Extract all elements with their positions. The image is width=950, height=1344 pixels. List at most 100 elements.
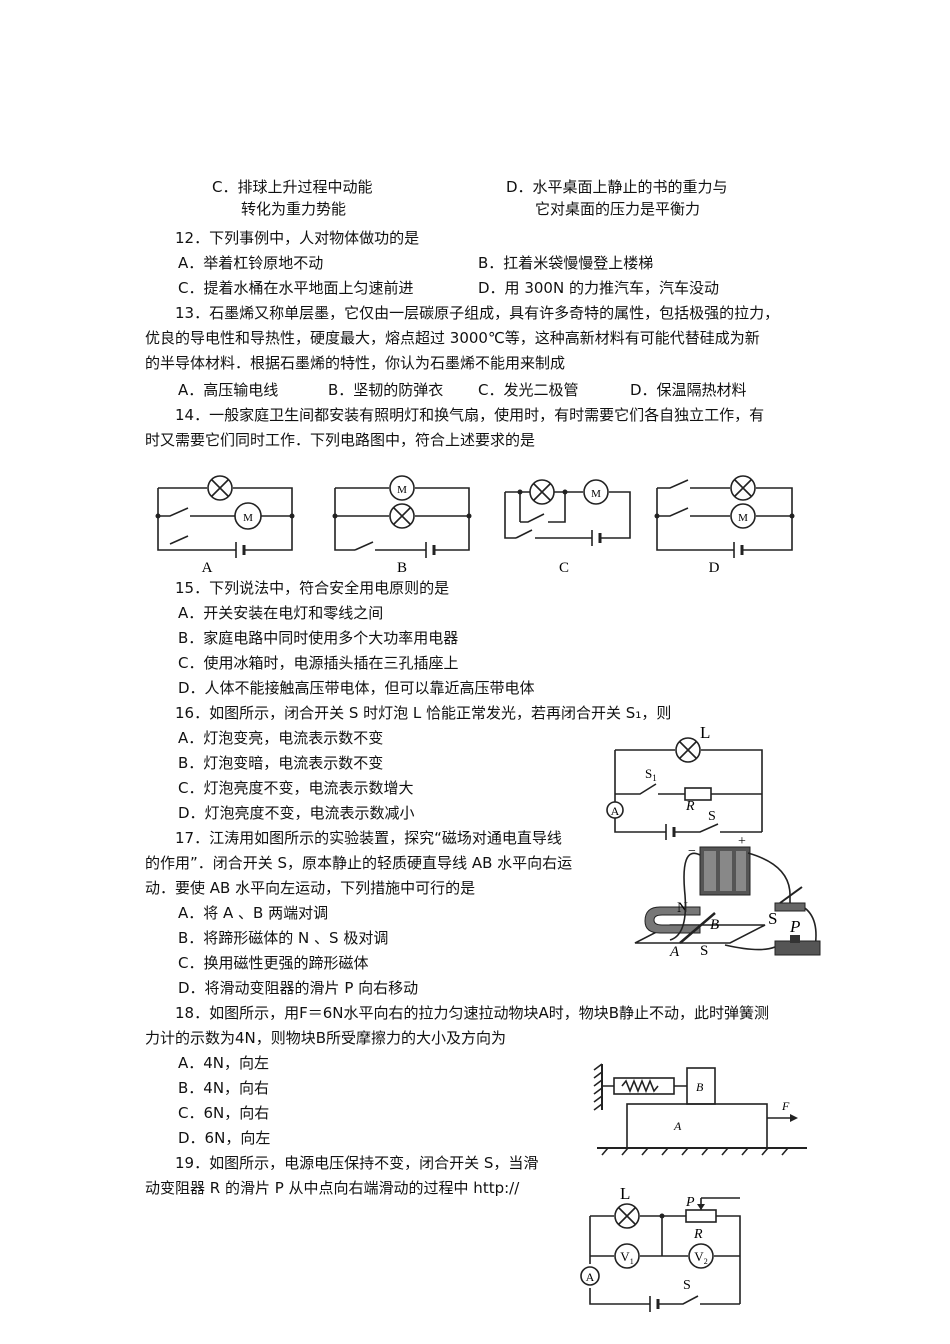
lamp-label: L [620,1184,630,1203]
slider-p-label: P [685,1195,695,1210]
q12-option-a: A．举着杠铃原地不动 [178,254,324,272]
ammeter-icon [580,1266,600,1286]
q16-stem: 16．如图所示，闭合开关 S 时灯泡 L 恰能正常发光，若再闭合开关 S₁，则 [175,704,672,722]
q17-stem-2: 的作用”．闭合开关 S，原本静止的轻质硬直导线 AB 水平向右运 [145,854,573,872]
q18-option-c: C．6N，向右 [178,1104,270,1122]
circuit-d: M D [654,475,795,576]
q15-stem: 15．下列说法中，符合安全用电原则的是 [175,579,450,597]
q17-stem-1: 17．江涛用如图所示的实验装置，探究“磁场对通电直导线 [175,829,562,847]
q15-option-b: B．家庭电路中同时使用多个大功率用电器 [178,629,459,647]
q12-stem: 12．下列事例中，人对物体做功的是 [175,229,420,247]
q17-option-d: D．将滑动变阻器的滑片 P 向右移动 [178,979,419,997]
ammeter-label: A [586,1270,595,1284]
q16-option-d: D．灯泡亮度不变，电流表示数减小 [178,804,415,822]
q16-option-b: B．灯泡变暗，电流表示数不变 [178,754,384,772]
motor-icon [389,475,415,501]
q18-stem-2: 力计的示数为4N，则物块B所受摩擦力的大小及方向为 [145,1029,507,1047]
lamp-icon [529,479,555,505]
circuit-c-label: C [559,560,569,576]
switch-label: S [683,1278,691,1293]
q18-option-b: B．4N，向右 [178,1079,270,1097]
lamp-icon [614,1203,640,1229]
q19-stem-2: 动变阻器 R 的滑片 P 从中点向右端滑动的过程中 http:// [145,1179,520,1197]
voltmeter-v1-icon [614,1243,640,1269]
circuit-a: M A [155,475,295,576]
q15-option-c: C．使用冰箱时，电源插头插在三孔插座上 [178,654,459,672]
lamp-icon [207,475,233,501]
motor-label: M [397,484,407,496]
motor-icon [583,479,609,505]
ammeter-label: A [611,804,620,818]
magnet-n-label: N [677,900,688,916]
resistor-icon [684,787,712,801]
q16-circuit-diagram: A L S1 R S [606,723,763,840]
switch-icon [774,886,806,912]
spring-scale-icon [602,1077,687,1095]
circuit-b-label: B [397,560,407,576]
motor-icon [234,502,262,530]
q19-circuit-diagram: V1 V2 A L P R S [580,1184,741,1312]
circuit-d-label: D [709,560,720,576]
q14-circuit-diagrams: M A M B M C M [155,475,795,576]
plus-label: + [738,834,746,849]
q18-stem-1: 18．如图所示，用F＝6N水平向右的拉力匀速拉动物块A时，物块B静止不动，此时弹… [175,1004,770,1022]
motor-icon [730,503,756,529]
q13-stem-2: 优良的导电性和导热性，硬度最大，熔点超过 3000℃等，这种高新材料有可能代替硅… [145,329,760,347]
q11-option-c: C．排球上升过程中动能 [212,178,373,196]
motor-label: M [591,488,601,500]
q13-option-b: B．坚韧的防弹衣 [328,381,444,399]
block-a-label: A [673,1119,682,1133]
q13-stem-1: 13．石墨烯又称单层墨，它仅由一层碳原子组成，具有许多奇特的属性，包括极强的拉力… [175,304,780,322]
rheostat-icon [685,1209,717,1223]
voltmeter-v2-icon [688,1243,714,1269]
minus-label: − [688,844,696,859]
magnet-s-label: S [700,943,708,959]
motor-label: M [243,512,253,524]
q17-stem-3: 动．要使 AB 水平向左运动，下列措施中可行的是 [145,879,476,897]
q15-option-a: A．开关安装在电灯和零线之间 [178,604,384,622]
q13-option-a: A．高压输电线 [178,381,279,399]
q12-option-c: C．提着水桶在水平地面上匀速前进 [178,279,414,297]
q17-option-c: C．换用磁性更强的蹄形磁体 [178,954,369,972]
q15-option-d: D．人体不能接触高压带电体，但可以靠近高压带电体 [178,679,535,697]
rheostat-r-label: R [693,1227,703,1242]
rheostat-icon [774,935,821,956]
circuit-c: M C [504,479,631,576]
resistor-label: R [685,799,695,814]
q12-option-b: B．扛着米袋慢慢登上楼梯 [478,254,654,272]
block-b-label: B [696,1080,704,1094]
voltmeter-v2-label: V2 [694,1249,707,1266]
block-a [626,1103,768,1149]
switch-label: S [708,809,716,824]
q11-option-c-cont: 转化为重力势能 [241,200,347,218]
s1-label: S1 [645,766,657,783]
lamp-icon [675,737,701,763]
q18-option-d: D．6N，向左 [178,1129,271,1147]
horseshoe-magnet-icon [644,906,701,934]
q17-option-b: B．将蹄形磁体的 N 、S 极对调 [178,929,389,947]
lamp-icon [389,503,415,529]
lamp-label: L [700,723,710,742]
q19-stem-1: 19．如图所示，电源电压保持不变，闭合开关 S，当滑 [175,1154,539,1172]
q14-stem-1: 14．一般家庭卫生间都安装有照明灯和换气扇，使用时，有时需要它们各自独立工作，有 [175,406,765,424]
q18-friction-figure: B A F [593,1063,807,1156]
motor-label: M [738,512,748,524]
conductor-b-label: B [710,917,719,933]
q16-option-c: C．灯泡亮度不变，电流表示数增大 [178,779,414,797]
q13-option-d: D．保温隔热材料 [630,381,747,399]
q12-option-d: D．用 300N 的力推汽车，汽车没动 [478,279,719,297]
q16-option-a: A．灯泡变亮，电流表示数不变 [178,729,384,747]
ammeter-icon [606,801,624,819]
q14-stem-2: 时又需要它们同时工作．下列电路图中，符合上述要求的是 [145,431,536,449]
force-label: F [781,1099,790,1113]
q11-option-d-cont: 它对桌面的压力是平衡力 [535,200,701,218]
slider-p-label: P [789,917,800,936]
voltmeter-v1-label: V1 [620,1249,633,1266]
q17-apparatus-figure: − + N S A B S P [634,834,821,960]
lamp-icon [730,475,756,501]
q13-option-c: C．发光二极管 [478,381,579,399]
switch-label: S [768,909,777,928]
circuit-a-label: A [202,560,213,576]
q17-option-a: A．将 A 、B 两端对调 [178,904,329,922]
q13-stem-3: 的半导体材料．根据石墨烯的特性，你认为石墨烯不能用来制成 [145,354,566,372]
